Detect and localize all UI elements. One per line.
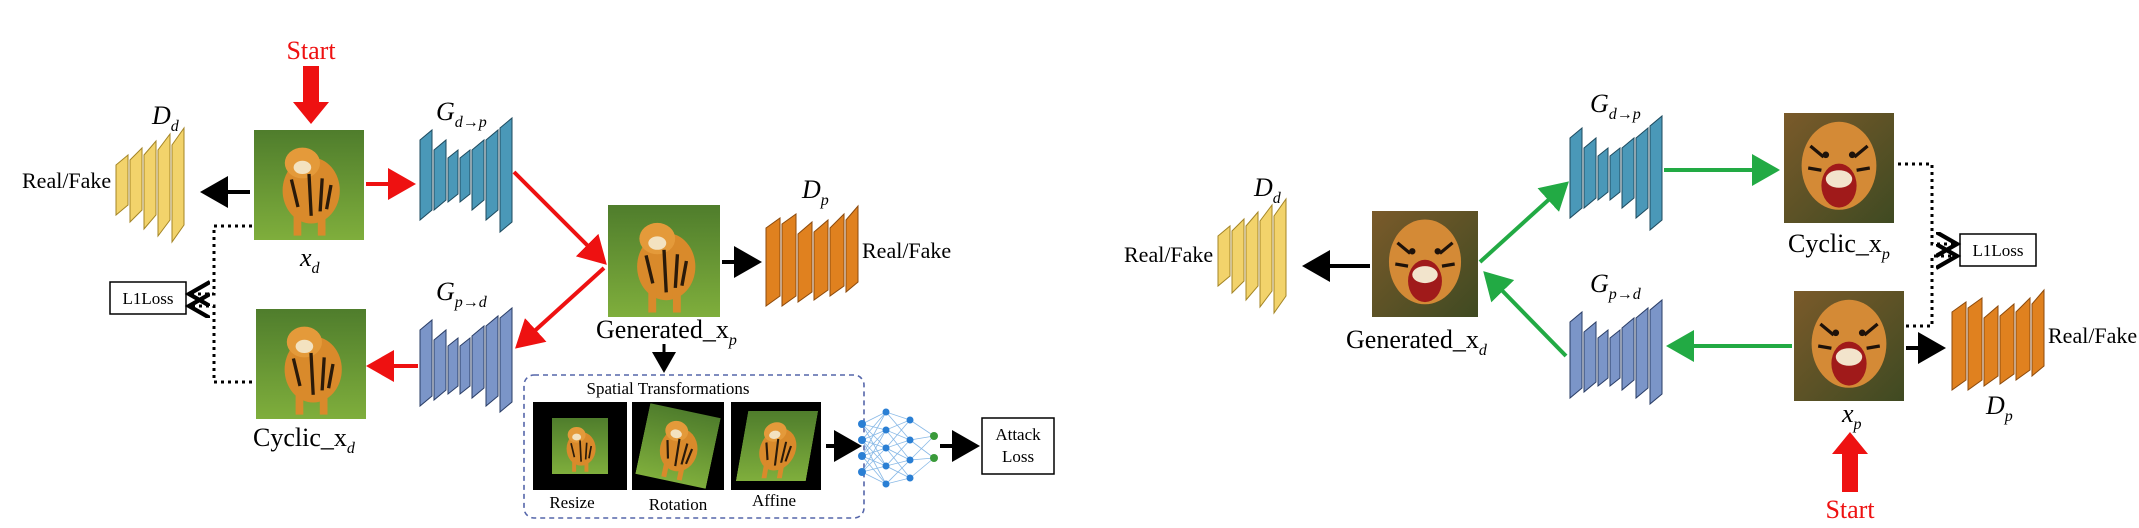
right-input-image [1794, 291, 1904, 401]
attack-loss-line1: Attack [995, 425, 1041, 444]
target-network-icon [858, 408, 938, 488]
right-start-arrow-shaft [1842, 452, 1858, 492]
right-l1loss-label: L1Loss [1973, 241, 2024, 260]
spatial-affine-label: Affine [752, 491, 796, 510]
right-gen-p-to-d-label: Gp→d [1590, 269, 1642, 303]
right-gen-p-to-d-block [1569, 298, 1663, 406]
right-disc-p-block [1951, 288, 2045, 391]
left-disc-d-output: Real/Fake [22, 168, 111, 193]
spatial-transformations-title: Spatial Transformations [587, 379, 750, 398]
left-start-arrow-shaft [303, 66, 319, 104]
spatial-resize-thumb [533, 402, 627, 490]
right-gen-d-to-p-label: Gd→p [1590, 89, 1641, 123]
right-cyclic-image [1784, 113, 1894, 223]
left-l1loss-box [109, 281, 187, 315]
right-start-arrow-head [1832, 432, 1868, 454]
left-gen-d-to-p-block [419, 116, 513, 234]
left-gen-d-to-p-label: Gd→p [436, 97, 487, 131]
left-start-marker: Start [286, 36, 336, 124]
right-disc-d-block [1217, 197, 1287, 315]
left-input-image [254, 130, 364, 240]
left-disc-p-block [765, 204, 859, 307]
spatial-rotation-label: Rotation [649, 495, 708, 514]
left-generated-image [608, 205, 720, 317]
left-disc-d-block [115, 126, 185, 244]
left-cyclic-label: Cyclic_xd [253, 423, 356, 457]
left-panel: Start Dd Real/Fake xd Gd→p [22, 36, 1055, 519]
right-gen-d-to-p-block [1569, 114, 1663, 232]
left-disc-p-label: Dp [801, 175, 829, 209]
left-arrow-gen-to-generated [512, 170, 607, 265]
left-start-label: Start [286, 36, 336, 65]
left-input-label: xd [299, 243, 321, 277]
spatial-rotation-thumb [632, 402, 724, 490]
left-dotted-input-to-l1loss [192, 224, 252, 294]
left-l1loss-label: L1Loss [123, 289, 174, 308]
right-panel: Dd Real/Fake Generated_xd Gd→p [1124, 89, 2137, 524]
left-disc-p-output: Real/Fake [862, 238, 951, 263]
left-disc-d-label: Dd [151, 101, 180, 135]
right-arrow-gen-back-to-generated [1483, 271, 1568, 358]
spatial-affine-thumb [731, 402, 821, 490]
left-arrow-generated-to-gen-back [515, 266, 606, 349]
right-cyclic-label: Cyclic_xp [1788, 229, 1890, 263]
right-disc-p-label: Dp [1985, 391, 2013, 425]
attack-loss-line2: Loss [1002, 447, 1034, 466]
left-gen-p-to-d-label: Gp→d [436, 277, 488, 311]
right-l1loss-box [1959, 233, 2037, 267]
right-dotted-cyclic-to-l1loss [1898, 162, 1954, 244]
left-dotted-cyclic-to-l1loss [192, 306, 252, 384]
spatial-resize-label: Resize [549, 493, 594, 512]
right-disc-d-output: Real/Fake [1124, 242, 1213, 267]
right-arrow-generated-to-gen [1478, 181, 1569, 264]
right-disc-d-label: Dd [1253, 173, 1282, 207]
right-dotted-input-to-l1loss [1906, 256, 1954, 328]
right-input-label: xp [1841, 399, 1862, 433]
spatial-transformations-box [523, 374, 865, 519]
right-start-marker: Start [1825, 432, 1875, 524]
right-generated-image [1372, 211, 1478, 317]
left-start-arrow-head [293, 102, 329, 124]
left-gen-p-to-d-block [419, 306, 513, 414]
right-start-label: Start [1825, 495, 1875, 524]
left-cyclic-image [256, 309, 366, 419]
right-generated-label: Generated_xd [1346, 325, 1488, 359]
right-disc-p-output: Real/Fake [2048, 323, 2137, 348]
attack-loss-box [981, 417, 1055, 475]
left-generated-label: Generated_xp [596, 315, 737, 349]
